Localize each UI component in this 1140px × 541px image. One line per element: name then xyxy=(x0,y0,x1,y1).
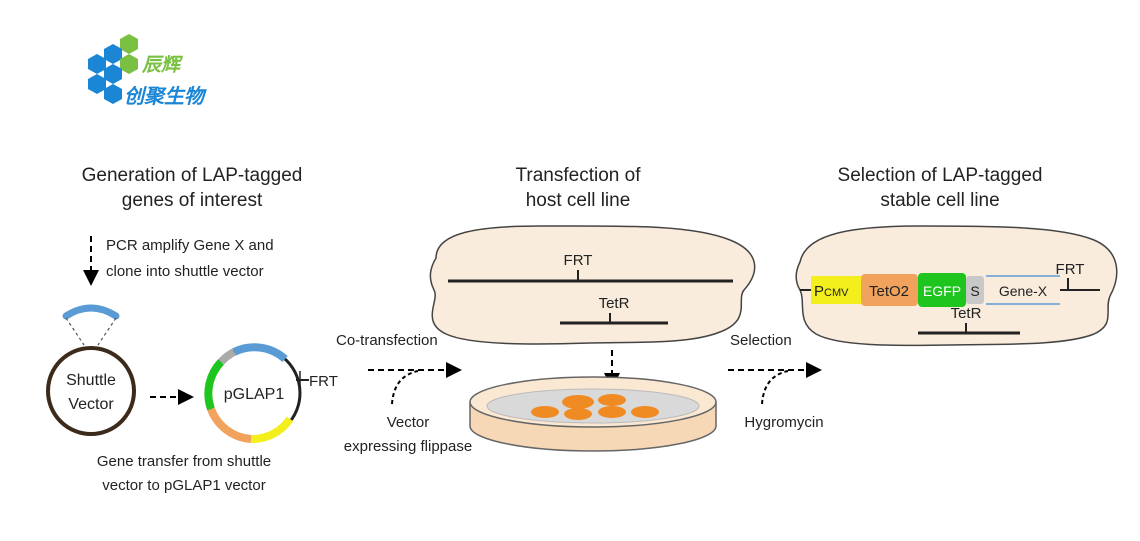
insert-dash-right xyxy=(97,317,117,346)
pglap1-frt-label: FRT xyxy=(309,373,338,390)
generation-title-line2: genes of interest xyxy=(122,190,263,211)
colony xyxy=(531,406,559,418)
host-frt-label: FRT xyxy=(564,252,593,269)
pcmv-segment xyxy=(811,276,861,304)
logo-hexagon-mark xyxy=(88,34,138,104)
colony xyxy=(598,406,626,418)
pcmv-label: PCMV xyxy=(814,283,849,300)
pglap1-blue-segment xyxy=(232,343,288,363)
cotransfection-step: Co-transfection Vector expressing flippa… xyxy=(336,332,472,455)
selection-title-line2: stable cell line xyxy=(880,190,999,211)
dish-medium xyxy=(486,388,700,424)
transfer-caption-line2: vector to pGLAP1 vector xyxy=(102,477,265,494)
colony xyxy=(598,394,626,406)
s-label: S xyxy=(970,283,979,299)
pglap1-orange-segment xyxy=(207,407,252,443)
pcr-step: PCR amplify Gene X and clone into shuttl… xyxy=(83,236,274,286)
construct: PCMV TetO2 EGFP S Gene-X xyxy=(811,273,1060,307)
selection-label: Selection xyxy=(730,332,792,349)
pglap1-green-segment xyxy=(204,359,225,411)
pcr-text-line1: PCR amplify Gene X and xyxy=(106,237,274,254)
shuttle-label-line1: Shuttle xyxy=(66,372,116,389)
genex-label: Gene-X xyxy=(999,283,1048,299)
pglap1-plasmid: FRT pGLAP1 xyxy=(204,343,338,444)
cell-colonies xyxy=(531,394,659,420)
selection-step: Selection Hygromycin xyxy=(728,332,824,431)
colony xyxy=(562,395,594,409)
shuttle-vector: Shuttle Vector xyxy=(46,304,136,436)
gene-insert-arc xyxy=(62,304,120,320)
host-tetr-label: TetR xyxy=(599,295,630,312)
transfer-caption-line1: Gene transfer from shuttle xyxy=(97,453,271,470)
logo-text-bottom: 创聚生物 xyxy=(124,85,207,108)
stable-cell: PCMV TetO2 EGFP S Gene-X FRT TetR xyxy=(795,225,1118,347)
stable-frt-label: FRT xyxy=(1056,261,1085,278)
generation-title-line1: Generation of LAP-tagged xyxy=(82,165,303,186)
transfer-caption: Gene transfer from shuttle vector to pGL… xyxy=(97,453,271,494)
insert-dash-left xyxy=(65,317,85,346)
cotransfection-label: Co-transfection xyxy=(336,332,438,349)
company-logo: 辰辉 创聚生物 xyxy=(88,34,207,108)
hygromycin-curve xyxy=(761,370,789,405)
pcr-text-line2: clone into shuttle vector xyxy=(106,263,264,280)
colony xyxy=(564,408,592,420)
shuttle-vector-circle xyxy=(46,346,136,436)
egfp-label: EGFP xyxy=(923,283,961,299)
logo-text-top: 辰辉 xyxy=(141,54,184,76)
egfp-segment xyxy=(918,273,966,307)
selection-title-line1: Selection of LAP-tagged xyxy=(838,165,1043,186)
flippase-label-line1: Vector xyxy=(387,414,430,431)
s-segment xyxy=(966,276,984,304)
host-cell: FRT TetR xyxy=(429,225,756,345)
panel-title-transfection: Transfection of host cell line xyxy=(516,165,642,211)
teto2-segment xyxy=(861,274,918,306)
transfection-title-line2: host cell line xyxy=(526,190,631,211)
flippase-label-line2: expressing flippase xyxy=(344,438,472,455)
teto2-label: TetO2 xyxy=(869,283,909,300)
pglap1-gray-segment xyxy=(218,348,236,365)
colony xyxy=(631,406,659,418)
hygromycin-label: Hygromycin xyxy=(744,414,823,431)
pglap1-yellow-segment xyxy=(250,416,294,444)
pglap1-label: pGLAP1 xyxy=(224,386,285,403)
petri-dish xyxy=(469,376,717,452)
stable-tetr-label: TetR xyxy=(951,305,982,322)
shuttle-label-line2: Vector xyxy=(68,396,114,413)
panel-title-selection: Selection of LAP-tagged stable cell line xyxy=(838,165,1043,211)
panel-title-generation: Generation of LAP-tagged genes of intere… xyxy=(82,165,303,211)
host-cell-membrane xyxy=(429,225,756,345)
flippase-curve xyxy=(391,370,419,405)
transfection-title-line1: Transfection of xyxy=(516,165,642,186)
